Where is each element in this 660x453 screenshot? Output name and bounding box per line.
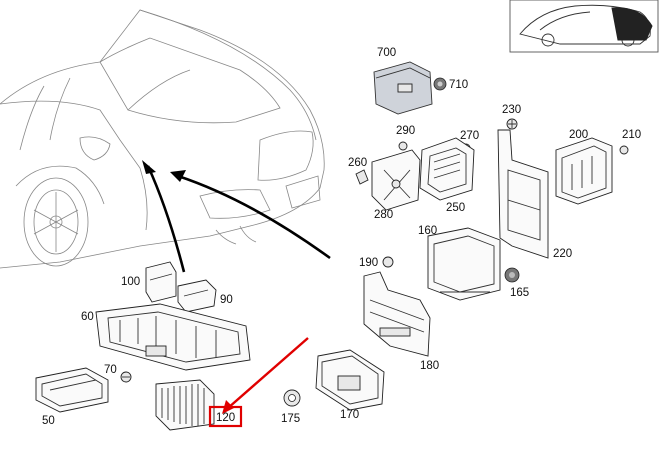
highlight-box[interactable] (208, 405, 243, 428)
part-165 (504, 267, 520, 283)
callout-220[interactable]: 220 (553, 248, 572, 260)
part-100 (145, 261, 177, 303)
callout-230[interactable]: 230 (502, 104, 521, 116)
car-outline (0, 9, 325, 269)
part-250 (419, 137, 475, 201)
callout-290[interactable]: 290 (396, 125, 415, 137)
callout-710[interactable]: 710 (449, 79, 468, 91)
callout-250[interactable]: 250 (446, 202, 465, 214)
part-180 (363, 271, 431, 357)
callout-180[interactable]: 180 (420, 360, 439, 372)
part-160 (427, 227, 501, 301)
pointer-arrows (142, 160, 331, 273)
callout-165[interactable]: 165 (510, 287, 529, 299)
callout-50[interactable]: 50 (42, 415, 55, 427)
callout-280[interactable]: 280 (374, 209, 393, 221)
callout-210[interactable]: 210 (622, 129, 641, 141)
part-230 (506, 118, 518, 130)
callout-260[interactable]: 260 (348, 157, 367, 169)
part-220 (497, 129, 549, 259)
callout-190[interactable]: 190 (359, 257, 378, 269)
part-70 (120, 371, 132, 383)
part-260 (355, 169, 369, 185)
part-120 (155, 379, 215, 431)
callout-175[interactable]: 175 (281, 413, 300, 425)
thumbnail-inset (509, 0, 659, 53)
callout-100[interactable]: 100 (121, 276, 140, 288)
part-290 (398, 141, 408, 151)
callout-160[interactable]: 160 (418, 225, 437, 237)
part-170 (315, 349, 385, 411)
part-280 (371, 149, 421, 211)
part-175 (283, 389, 301, 407)
part-710 (433, 77, 447, 91)
part-200 (555, 137, 613, 205)
part-90 (177, 279, 217, 313)
part-700 (373, 61, 433, 115)
part-190 (382, 256, 394, 268)
part-50 (35, 367, 109, 413)
callout-700[interactable]: 700 (377, 47, 396, 59)
callout-70[interactable]: 70 (104, 364, 117, 376)
callout-90[interactable]: 90 (220, 294, 233, 306)
callout-120[interactable]: 120 (216, 412, 235, 424)
part-60 (95, 303, 251, 371)
part-210 (619, 145, 629, 155)
callout-270[interactable]: 270 (460, 130, 479, 142)
callout-200[interactable]: 200 (569, 129, 588, 141)
callout-170[interactable]: 170 (340, 409, 359, 421)
callout-60[interactable]: 60 (81, 311, 94, 323)
